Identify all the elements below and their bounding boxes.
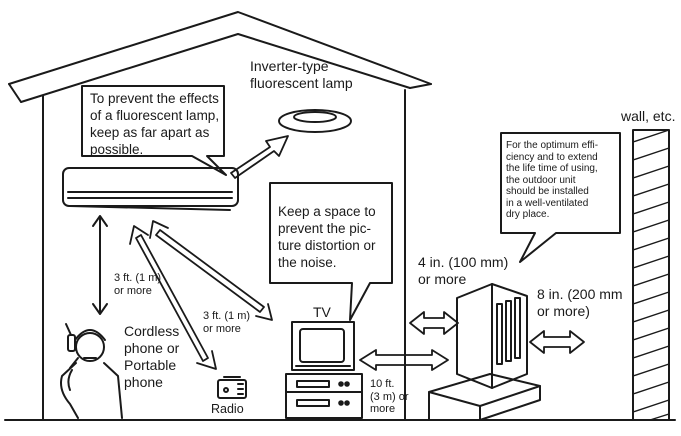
arrow-to-lamp [230,135,289,179]
distance-tv-label: 10 ft. (3 m) or more [370,378,409,415]
outdoor-callout-box [500,132,621,263]
house-outline [4,11,676,421]
distance-side-label: 8 in. (200 mm or more) [537,286,623,319]
radio-label: Radio [211,402,244,416]
radio [217,376,247,399]
person-with-phone [60,323,123,419]
wall-label: wall, etc. [621,108,676,124]
outdoor-unit [428,283,541,421]
lamp-label: Inverter-type fluorescent lamp [250,58,353,91]
arrow-tv-to-outdoor [359,349,449,371]
hatched-wall [632,129,670,421]
phone-label: Cordless phone or Portable phone [124,323,180,390]
distance-radio-label: 3 ft. (1 m) or more [203,310,251,335]
outdoor-callout-text: For the optimum effi- ciency and to exte… [506,140,599,220]
arrow-side-gap [529,330,585,354]
tv-set [285,321,363,419]
fluorescent-callout-box [81,85,227,176]
arrow-tv-to-unit [149,220,273,321]
arrow-radio-to-unit [129,225,217,370]
arrow-phone-to-unit [92,215,108,315]
tv-label: TV [313,304,331,320]
space-callout-text: Keep a space to prevent the pic- ture di… [278,204,376,270]
fluorescent-callout-text: To prevent the effects of a fluorescent … [90,91,220,157]
arrow-front-gap [409,311,459,335]
distance-phone-label: 3 ft. (1 m) or more [114,272,162,297]
fluorescent-lamp [278,109,352,133]
indoor-unit [62,167,239,211]
distance-front-label: 4 in. (100 mm) or more [418,254,509,287]
space-callout-box [269,182,393,321]
